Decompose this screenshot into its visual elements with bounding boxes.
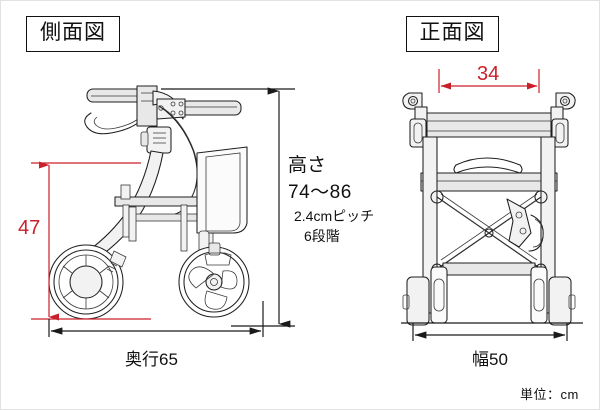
- front-folding-mechanism: [506, 198, 544, 252]
- side-arm-bar: [180, 100, 242, 116]
- dimension-handle-span: [438, 69, 540, 93]
- unit-note: 単位：cm: [520, 387, 579, 402]
- front-backrest-bar: [426, 112, 552, 138]
- side-handle-grip: [86, 88, 144, 103]
- height-pitch: 2.4cmピッチ: [294, 207, 375, 224]
- side-view-label: 側面図: [26, 16, 120, 52]
- side-rear-caster-wheel: [178, 246, 250, 318]
- side-brake-lever: [84, 112, 143, 135]
- front-seat-bar: [420, 172, 558, 192]
- front-lower-rail: [442, 262, 536, 276]
- height-steps: 6段階: [304, 227, 340, 244]
- side-bracket-plate: [156, 98, 186, 120]
- side-view-illustration: [48, 85, 250, 320]
- dimension-depth: [48, 301, 264, 337]
- seat-height-value: 47: [18, 217, 41, 239]
- front-view-label: 正面図: [406, 16, 499, 52]
- depth-label: 奥行65: [125, 350, 178, 369]
- front-cross-brace: [436, 193, 542, 270]
- side-front-leg: [128, 206, 137, 242]
- front-seat-strap: [453, 157, 523, 174]
- handle-span-value: 34: [477, 63, 500, 85]
- front-wheels: [402, 266, 576, 326]
- side-height-adjust-collar: [140, 126, 172, 154]
- dimension-width: [401, 322, 583, 341]
- front-view-illustration: [402, 92, 576, 326]
- height-title: 高さ: [288, 155, 327, 176]
- height-range: 74〜86: [288, 181, 352, 203]
- width-label: 幅50: [472, 350, 508, 369]
- side-brake-shoe: [106, 250, 127, 273]
- height-annotation-block: 高さ 74〜86 2.4cmピッチ 6段階: [288, 153, 393, 247]
- front-handle-knobs: [402, 92, 576, 110]
- side-caster-fork: [204, 242, 232, 266]
- front-adjust-collars: [409, 118, 569, 148]
- dimension-seat-height: [31, 161, 151, 321]
- side-basket-bag: [196, 146, 248, 234]
